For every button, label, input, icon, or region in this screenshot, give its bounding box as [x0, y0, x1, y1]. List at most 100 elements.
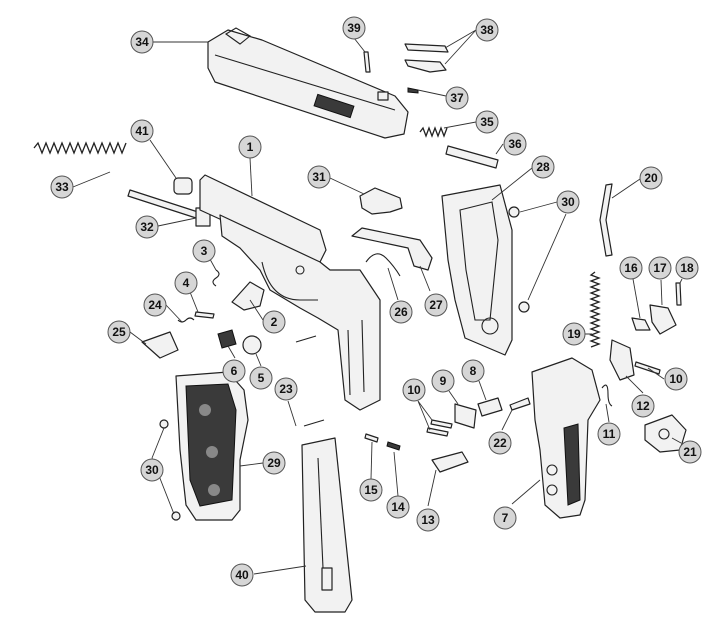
callout-2: 2 — [262, 310, 286, 334]
part-spring-35 — [419, 126, 448, 138]
svg-text:18: 18 — [680, 261, 694, 275]
svg-text:36: 36 — [508, 137, 522, 151]
part-grip-29 — [175, 371, 249, 521]
part-pin-39 — [363, 51, 371, 73]
callout-38: 38 — [475, 18, 499, 42]
part-hammer-2 — [231, 281, 265, 311]
part-grip-28 — [441, 184, 513, 356]
part-grip-frame-7 — [531, 357, 601, 519]
callout-4: 4 — [174, 271, 198, 295]
svg-text:27: 27 — [429, 298, 443, 312]
callout-8: 8 — [461, 359, 485, 383]
part-plate-9 — [454, 403, 477, 429]
svg-text:20: 20 — [644, 171, 658, 185]
svg-text:39: 39 — [347, 21, 361, 35]
callout-1: 1 — [238, 135, 262, 159]
part-magazine-40 — [301, 437, 353, 613]
part-spring-3 — [212, 269, 220, 287]
part-mainspring-19 — [589, 271, 601, 348]
part-trigger-13 — [431, 451, 469, 473]
svg-text:23: 23 — [279, 382, 293, 396]
callout-32: 32 — [135, 215, 159, 239]
callout-22: 22 — [488, 431, 512, 455]
part-pin-4 — [194, 311, 215, 319]
callout-28: 28 — [531, 155, 555, 179]
part-spring-26 — [365, 253, 401, 277]
callout-10-left: 10 — [402, 378, 426, 402]
part-pin-15 — [364, 433, 379, 443]
callout-19: 19 — [562, 322, 586, 346]
callout-36: 36 — [503, 132, 527, 156]
part-spring-24 — [177, 317, 195, 323]
callout-18: 18 — [675, 256, 699, 280]
svg-text:21: 21 — [683, 445, 697, 459]
callout-26: 26 — [389, 300, 413, 324]
svg-text:26: 26 — [394, 305, 408, 319]
svg-text:37: 37 — [450, 91, 464, 105]
callout-35: 35 — [475, 110, 499, 134]
svg-text:12: 12 — [636, 399, 650, 413]
part-spring-6 — [217, 329, 237, 349]
svg-text:8: 8 — [470, 364, 477, 378]
part-plate-27 — [351, 227, 433, 271]
callout-40: 40 — [230, 563, 254, 587]
callout-30-left: 30 — [140, 458, 164, 482]
callout-3: 3 — [192, 239, 216, 263]
svg-text:31: 31 — [312, 170, 326, 184]
callout-34: 34 — [130, 30, 154, 54]
part-pins-23 — [295, 335, 325, 427]
part-pin-37 — [407, 87, 419, 94]
part-hammer-21 — [644, 414, 687, 453]
callout-25: 25 — [107, 320, 131, 344]
callout-11: 11 — [597, 422, 621, 446]
svg-text:22: 22 — [493, 436, 507, 450]
part-plunger-36 — [445, 145, 499, 169]
svg-text:30: 30 — [145, 463, 159, 477]
callout-29: 29 — [262, 451, 286, 475]
part-pins-10a — [426, 419, 453, 437]
part-sear-16 — [631, 317, 651, 331]
callout-14: 14 — [386, 495, 410, 519]
callout-24: 24 — [143, 293, 167, 317]
part-slide — [207, 27, 409, 139]
svg-text:32: 32 — [140, 220, 154, 234]
svg-text:10: 10 — [407, 383, 421, 397]
callout-13: 13 — [416, 508, 440, 532]
part-block-8 — [477, 397, 503, 417]
svg-text:5: 5 — [258, 371, 265, 385]
svg-text:28: 28 — [536, 160, 550, 174]
callout-9: 9 — [431, 369, 455, 393]
svg-text:25: 25 — [112, 325, 126, 339]
part-spring-20 — [599, 183, 613, 257]
part-screw-30a — [508, 206, 530, 313]
callout-39: 39 — [342, 16, 366, 40]
svg-text:10: 10 — [669, 372, 683, 386]
svg-text:17: 17 — [653, 261, 667, 275]
svg-text:40: 40 — [235, 568, 249, 582]
svg-text:13: 13 — [421, 513, 435, 527]
part-frame-1 — [199, 174, 381, 411]
svg-text:7: 7 — [502, 511, 509, 525]
svg-text:35: 35 — [480, 115, 494, 129]
part-pin-10b — [634, 361, 661, 375]
svg-text:4: 4 — [183, 276, 190, 290]
callout-16: 16 — [619, 256, 643, 280]
callout-41: 41 — [130, 119, 154, 143]
callout-37: 37 — [445, 86, 469, 110]
svg-text:29: 29 — [267, 456, 281, 470]
part-hammer-17 — [649, 304, 677, 335]
part-locking-block-31 — [359, 187, 403, 215]
svg-text:34: 34 — [135, 35, 149, 49]
callout-12: 12 — [631, 394, 655, 418]
callout-23: 23 — [274, 377, 298, 401]
callout-33: 33 — [50, 175, 74, 199]
svg-text:30: 30 — [561, 195, 575, 209]
callout-21: 21 — [678, 440, 702, 464]
callout-7: 7 — [493, 506, 517, 530]
callout-17: 17 — [648, 256, 672, 280]
part-lever-12 — [609, 339, 635, 381]
callout-20: 20 — [639, 166, 663, 190]
svg-text:3: 3 — [201, 244, 208, 258]
